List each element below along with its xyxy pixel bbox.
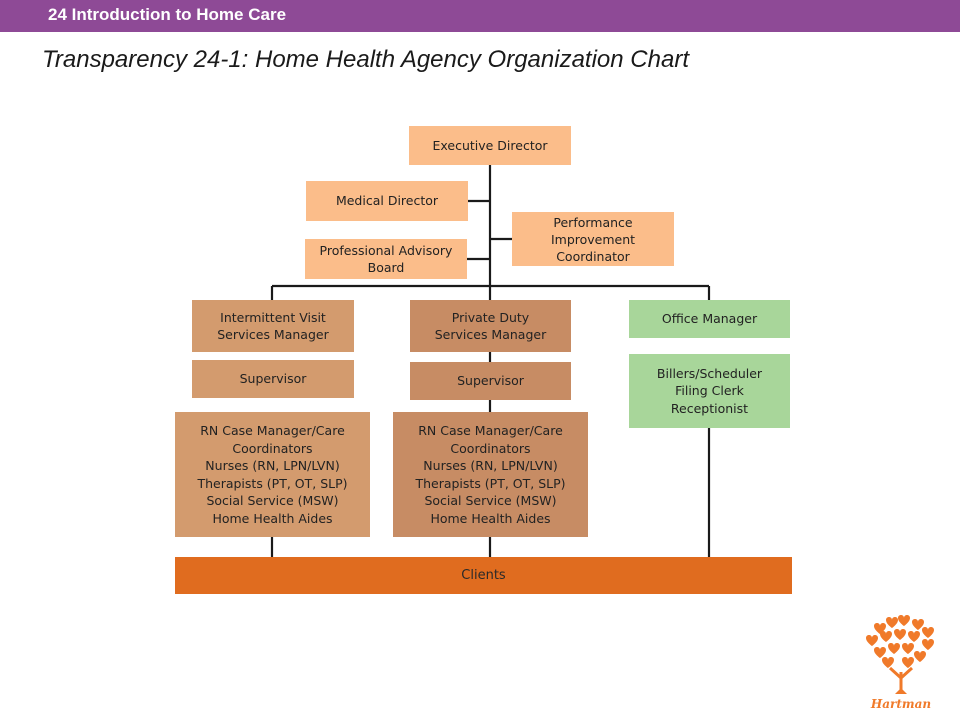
clients-bar: Clients [175,557,792,594]
executive-director-label: Executive Director [432,137,548,153]
staff-center-line-4: Therapists (PT, OT, SLP) [415,475,566,491]
supervisor-left-box: Supervisor [192,360,354,398]
staff-left-line-5: Social Service (MSW) [206,493,339,508]
intermittent-manager-box: Intermittent Visit Services Manager [192,300,354,352]
office-manager-label: Office Manager [661,311,758,327]
advisory-board-line-1: Professional Advisory [319,243,453,258]
staff-left-line-1: RN Case Manager/Care [200,423,345,438]
supervisor-center-label: Supervisor [457,373,524,389]
staff-center-line-6: Home Health Aides [430,510,551,526]
performance-coordinator-box: Performance Improvement Coordinator [512,212,674,266]
heart-tree-icon [866,615,934,694]
office-staff-line-3: Receptionist [670,400,749,416]
staff-left-line-6: Home Health Aides [212,510,333,526]
staff-left-line-4: Therapists (PT, OT, SLP) [197,475,348,491]
intermittent-manager-line-1: Intermittent Visit [220,309,326,325]
office-staff-box: Billers/Scheduler Filing Clerk Reception… [629,354,790,428]
staff-center-line-3: Nurses (RN, LPN/LVN) [423,458,558,473]
executive-director-box: Executive Director [409,126,571,165]
private-duty-manager-box: Private Duty Services Manager [410,300,571,352]
logo-wordmark: Hartman [870,697,931,711]
staff-center-box: RN Case Manager/Care Coordinators Nurses… [393,412,588,537]
advisory-board-line-2: Board [367,260,405,275]
performance-line-2: Improvement [550,231,636,247]
performance-line-3: Coordinator [556,248,630,264]
staff-center-line-1: RN Case Manager/Care [418,423,563,438]
staff-center-line-5: Social Service (MSW) [424,493,557,508]
section-title: 24 Introduction to Home Care [48,5,287,24]
private-duty-manager-line-1: Private Duty [451,309,530,325]
private-duty-manager-line-2: Services Manager [434,327,547,342]
header-bar: 24 Introduction to Home Care [0,0,960,32]
supervisor-center-box: Supervisor [410,362,571,400]
intermittent-manager-line-2: Services Manager [217,327,329,342]
staff-left-line-3: Nurses (RN, LPN/LVN) [205,458,340,473]
office-staff-line-1: Billers/Scheduler [656,365,763,381]
office-staff-line-2: Filing Clerk [675,383,744,399]
office-manager-box: Office Manager [629,300,790,338]
staff-left-line-2: Coordinators [232,440,313,456]
slide-title: Transparency 24-1: Home Health Agency Or… [42,46,689,73]
clients-label: Clients [461,568,506,583]
staff-left-box: RN Case Manager/Care Coordinators Nurses… [175,412,370,537]
staff-center-line-2: Coordinators [450,440,531,456]
medical-director-label: Medical Director [335,193,439,209]
performance-line-1: Performance [553,214,633,230]
advisory-board-box: Professional Advisory Board [305,239,467,279]
medical-director-box: Medical Director [306,181,468,221]
supervisor-left-label: Supervisor [239,371,307,387]
hartman-logo: Hartman [866,615,934,711]
